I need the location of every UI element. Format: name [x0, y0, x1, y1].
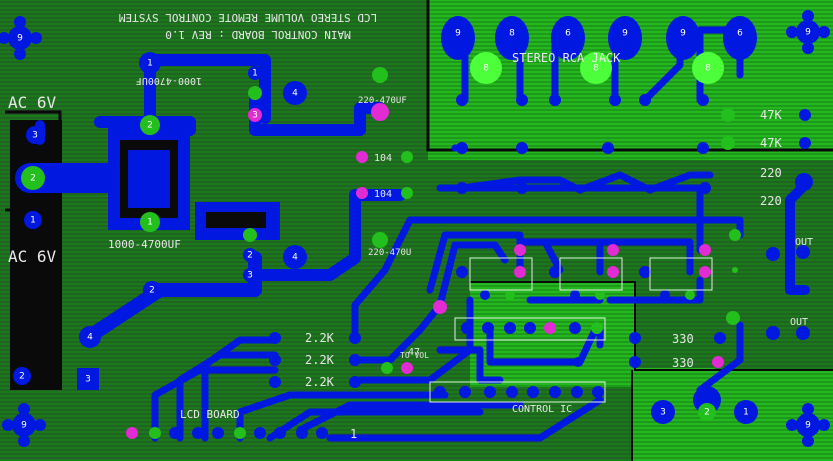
- label-47k-2: 47K: [760, 136, 782, 150]
- label-to-vol: TO VOL: [400, 351, 429, 360]
- svg-text:2: 2: [147, 121, 153, 131]
- svg-text:2: 2: [149, 286, 155, 296]
- label-47: 47: [408, 347, 420, 358]
- rca-jack-pads: [441, 16, 757, 84]
- svg-text:9: 9: [805, 28, 811, 38]
- mounting-hole-br: [786, 403, 830, 447]
- svg-text:1: 1: [147, 218, 153, 228]
- svg-text:9: 9: [622, 29, 628, 39]
- svg-text:8: 8: [509, 29, 515, 39]
- svg-text:1: 1: [30, 216, 36, 226]
- svg-text:3: 3: [32, 131, 38, 141]
- label-stereo-rca: STEREO RCA JACK: [512, 51, 621, 65]
- svg-text:2: 2: [30, 174, 36, 184]
- svg-text:9: 9: [680, 29, 686, 39]
- svg-text:9: 9: [17, 34, 23, 44]
- svg-text:6: 6: [737, 29, 743, 39]
- label-lcd-board: LCD BOARD: [180, 408, 240, 421]
- svg-text:3: 3: [247, 271, 253, 281]
- label-ac-top: AC 6V: [8, 93, 57, 112]
- svg-text:8: 8: [593, 64, 599, 74]
- board-title-line1: LCD STEREO VOLUME REMOTE CONTROL SYSTEM: [118, 11, 377, 24]
- ic-outlines: [429, 257, 713, 403]
- mounting-hole-tr: [786, 10, 830, 54]
- pad-numbers: 1 4 4 2 1 2 3 1 2 3 4 2 1 3 2 3 9 8 6 9 …: [17, 28, 811, 431]
- label-pin-one: 1: [350, 427, 357, 441]
- label-104a: 104: [374, 153, 392, 164]
- label-out-2: OUT: [790, 317, 808, 328]
- label-cap-right2: 220-470U: [368, 248, 411, 258]
- svg-text:2: 2: [247, 251, 253, 261]
- board-title-line2: MAIN CONTROL BOARD : REV 1.0: [165, 28, 350, 41]
- label-330-2: 330: [672, 356, 694, 370]
- power-traces: [15, 54, 406, 343]
- svg-text:3: 3: [660, 408, 666, 418]
- large-pads: [13, 52, 813, 424]
- svg-text:4: 4: [87, 333, 93, 343]
- label-220-1: 220: [760, 166, 782, 180]
- small-pads: [126, 66, 811, 439]
- svg-text:4: 4: [292, 253, 298, 263]
- svg-text:9: 9: [455, 29, 461, 39]
- label-cap-top: 1000-4700UF: [136, 75, 202, 86]
- label-220-2: 220: [760, 194, 782, 208]
- svg-text:9: 9: [21, 421, 27, 431]
- label-cap-right: 220-470UF: [358, 96, 407, 106]
- svg-text:3: 3: [85, 375, 91, 385]
- label-out-1: OUT: [795, 237, 813, 248]
- svg-text:1: 1: [147, 59, 153, 69]
- svg-text:2: 2: [19, 372, 25, 382]
- mounting-hole-bl: [2, 403, 46, 447]
- svg-text:1: 1: [743, 408, 749, 418]
- ac-connector-bottom: [10, 210, 62, 390]
- label-2.2k-3: 2.2K: [305, 375, 335, 389]
- label-330-1: 330: [672, 332, 694, 346]
- label-control-ic: CONTROL IC: [512, 404, 572, 415]
- svg-text:8: 8: [705, 64, 711, 74]
- label-ac-bottom: AC 6V: [8, 247, 57, 266]
- label-2.2k-1: 2.2K: [305, 331, 335, 345]
- board-divider: [470, 281, 833, 371]
- mounting-hole-tl: [0, 16, 42, 60]
- svg-text:8: 8: [483, 64, 489, 74]
- label-cap-mid: 1000-4700UF: [108, 238, 181, 251]
- silkscreen: LCD STEREO VOLUME REMOTE CONTROL SYSTEM …: [8, 11, 813, 441]
- label-2.2k-2: 2.2K: [305, 353, 335, 367]
- svg-text:2: 2: [704, 408, 710, 418]
- svg-text:9: 9: [805, 421, 811, 431]
- svg-text:4: 4: [292, 89, 298, 99]
- svg-text:1: 1: [252, 69, 258, 79]
- label-104b: 104: [374, 189, 392, 200]
- svg-text:3: 3: [252, 111, 258, 121]
- label-47k-1: 47K: [760, 108, 782, 122]
- svg-text:6: 6: [565, 29, 571, 39]
